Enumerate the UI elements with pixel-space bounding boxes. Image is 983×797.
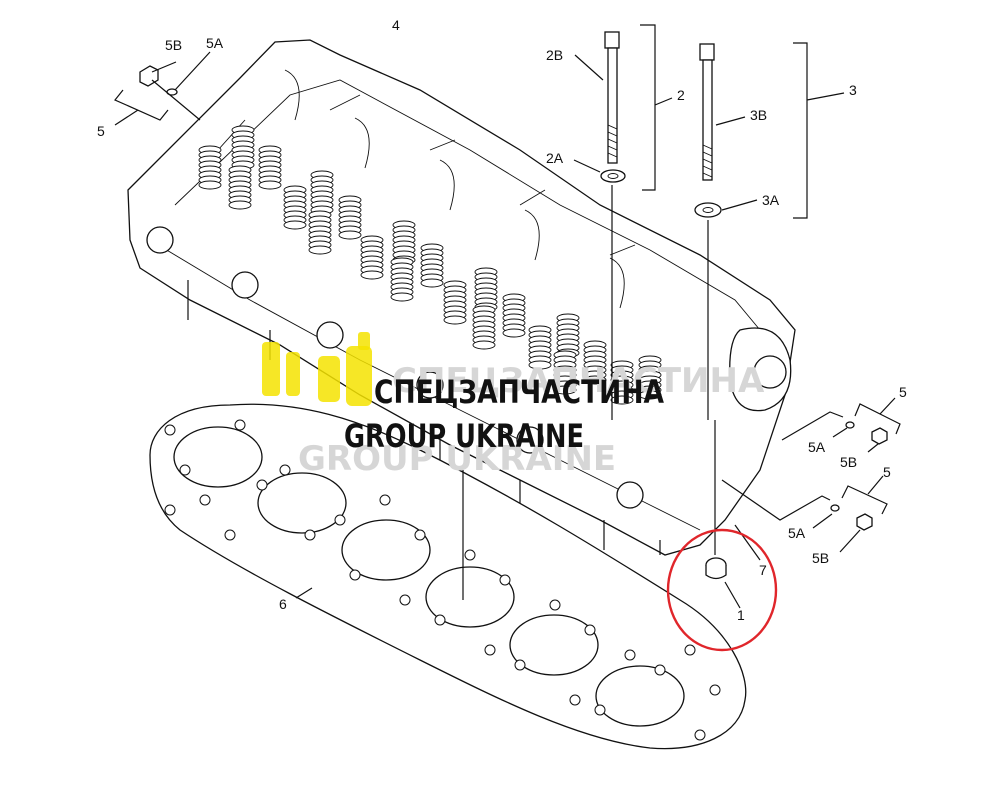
gasket-hole: [256, 479, 268, 491]
callout-2b: 2B: [546, 47, 563, 63]
valve-spring: [392, 220, 416, 265]
gasket-hole: [279, 464, 291, 476]
gasket-hole: [624, 649, 636, 661]
callout-2a: 2A: [546, 150, 564, 166]
callout-5-right-upper: 5: [899, 384, 907, 400]
callout-3a: 3A: [762, 192, 780, 208]
gasket-hole: [379, 494, 391, 506]
gasket-hole: [349, 569, 361, 581]
gasket-hole: [414, 529, 426, 541]
valve-spring: [443, 280, 467, 325]
gasket-hole: [434, 614, 446, 626]
valve-spring: [638, 355, 662, 400]
callout-7: 7: [759, 562, 767, 578]
valve-spring: [610, 360, 634, 405]
callout-1: 1: [737, 607, 745, 623]
valve-spring: [474, 267, 498, 312]
gasket-hole: [224, 529, 236, 541]
valve-spring: [228, 165, 252, 210]
valve-spring: [390, 257, 414, 302]
gasket-hole: [234, 419, 246, 431]
callout-5a-right-upper: 5A: [808, 439, 826, 455]
gasket-hole: [684, 644, 696, 656]
gasket-hole: [304, 529, 316, 541]
callout-5a-right-lower: 5A: [788, 525, 806, 541]
callout-3: 3: [849, 82, 857, 98]
gasket-hole: [654, 664, 666, 676]
gasket-hole: [709, 684, 721, 696]
head-bolt-2: [573, 24, 673, 420]
watermark: СПЕЦЗАПЧАСТИНА GROUP UKRAINE СПЕЦЗАПЧАСТ…: [262, 332, 765, 479]
gasket-hole: [594, 704, 606, 716]
valve-spring: [231, 125, 255, 170]
valve-spring: [472, 305, 496, 350]
valve-spring: [283, 185, 307, 230]
valve-spring: [528, 325, 552, 370]
gasket-hole: [484, 644, 496, 656]
head-bolt-3: [694, 42, 845, 420]
valve-spring: [310, 170, 334, 215]
gasket-hole: [514, 659, 526, 671]
callout-5-right-lower: 5: [883, 464, 891, 480]
fastener-group-top-left: [114, 51, 211, 126]
valve-spring: [338, 195, 362, 240]
highlight-circle: [666, 528, 778, 652]
dowel-sleeve: [705, 420, 761, 609]
gasket-hole: [584, 624, 596, 636]
gasket-hole: [464, 549, 476, 561]
callout-5b-right-upper: 5B: [840, 454, 857, 470]
watermark-shadow-line2: GROUP UKRAINE: [298, 439, 616, 479]
callout-5b-top-left: 5B: [165, 37, 182, 53]
fastener-group-right-upper: [781, 397, 901, 453]
valve-spring: [258, 145, 282, 190]
watermark-shadow-line1: СПЕЦЗАПЧАСТИНА: [392, 361, 765, 401]
gasket-hole: [164, 424, 176, 436]
valve-springs: [198, 125, 662, 405]
valve-spring: [308, 210, 332, 255]
gasket-hole: [199, 494, 211, 506]
valve-spring: [502, 293, 526, 338]
valve-spring: [553, 350, 577, 395]
gasket-hole: [549, 599, 561, 611]
gasket-hole: [694, 729, 706, 741]
callout-5-top-left: 5: [97, 123, 105, 139]
gasket-hole: [179, 464, 191, 476]
callout-4: 4: [392, 17, 400, 33]
gasket-hole: [399, 594, 411, 606]
gasket-hole: [499, 574, 511, 586]
gasket-hole: [569, 694, 581, 706]
head-gasket: [149, 403, 747, 750]
watermark-line1: СПЕЦЗАПЧАСТИНА: [374, 373, 664, 411]
valve-spring: [583, 340, 607, 385]
logo-icon: [262, 332, 372, 406]
callout-2: 2: [677, 87, 685, 103]
gasket-hole: [334, 514, 346, 526]
valve-spring: [198, 145, 222, 190]
fastener-group-right-lower: [721, 475, 888, 553]
callout-5a-top-left: 5A: [206, 35, 224, 51]
callout-3b: 3B: [750, 107, 767, 123]
callout-6: 6: [279, 596, 287, 612]
callout-5b-right-lower: 5B: [812, 550, 829, 566]
valve-spring: [360, 235, 384, 280]
watermark-line2: GROUP UKRAINE: [344, 417, 584, 455]
valve-spring: [420, 243, 444, 288]
valve-spring: [556, 313, 580, 358]
gasket-hole: [164, 504, 176, 516]
